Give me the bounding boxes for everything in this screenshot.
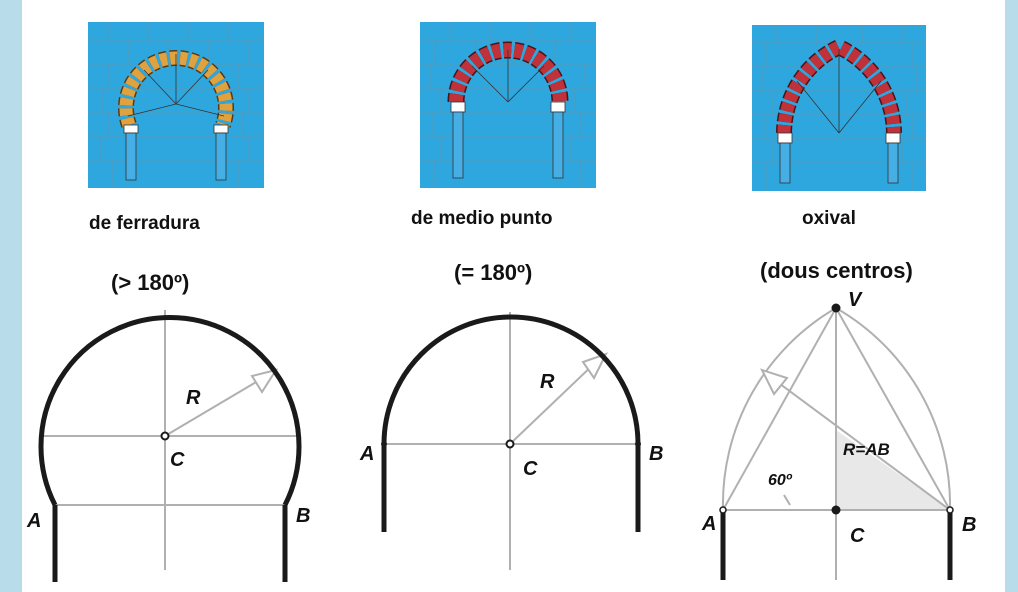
round-arch-diagram: R C A B <box>359 312 663 570</box>
pointed-arch-angle: (dous centros) <box>760 258 913 283</box>
pointed-point-b-label: B <box>962 514 976 536</box>
horseshoe-point-a-label: A <box>26 510 41 532</box>
round-radius-arrowhead <box>581 352 608 380</box>
horseshoe-arch-name: de ferradura <box>89 213 200 234</box>
pointed-radius-label: R=AB <box>843 440 890 459</box>
pointed-apex-label: V <box>848 290 863 311</box>
round-point-a-label: A <box>359 443 374 465</box>
horseshoe-arc <box>38 315 302 507</box>
horseshoe-arch-angle: (> 180º) <box>111 270 190 295</box>
pointed-arc-left <box>721 307 837 511</box>
round-arch-illustration <box>420 22 596 188</box>
pointed-center-label: C <box>850 525 865 547</box>
round-arch-angle: (= 180º) <box>454 260 533 285</box>
horseshoe-radius-arrowhead <box>250 368 279 394</box>
round-arch-name: de medio punto <box>411 208 553 229</box>
pointed-arc-right <box>835 307 952 511</box>
round-arc <box>381 314 641 445</box>
pointed-arch-name: oxival <box>802 208 856 229</box>
round-point-b-label: B <box>649 443 663 465</box>
horseshoe-radius-label: R <box>186 387 201 409</box>
horseshoe-arch-illustration <box>88 22 264 188</box>
pointed-radius-arrowhead <box>760 368 789 396</box>
horseshoe-arch-diagram: R C A B <box>26 310 310 582</box>
pointed-angle-label: 60º <box>768 472 793 489</box>
pointed-arch-illustration <box>752 25 926 191</box>
horseshoe-point-b-label: B <box>296 505 310 527</box>
round-center-label: C <box>523 458 538 480</box>
pointed-arch-diagram: V R=AB 60º C A B <box>701 290 976 580</box>
round-radius-label: R <box>540 371 555 393</box>
pointed-point-a-label: A <box>701 513 716 535</box>
horseshoe-center-label: C <box>170 449 185 471</box>
